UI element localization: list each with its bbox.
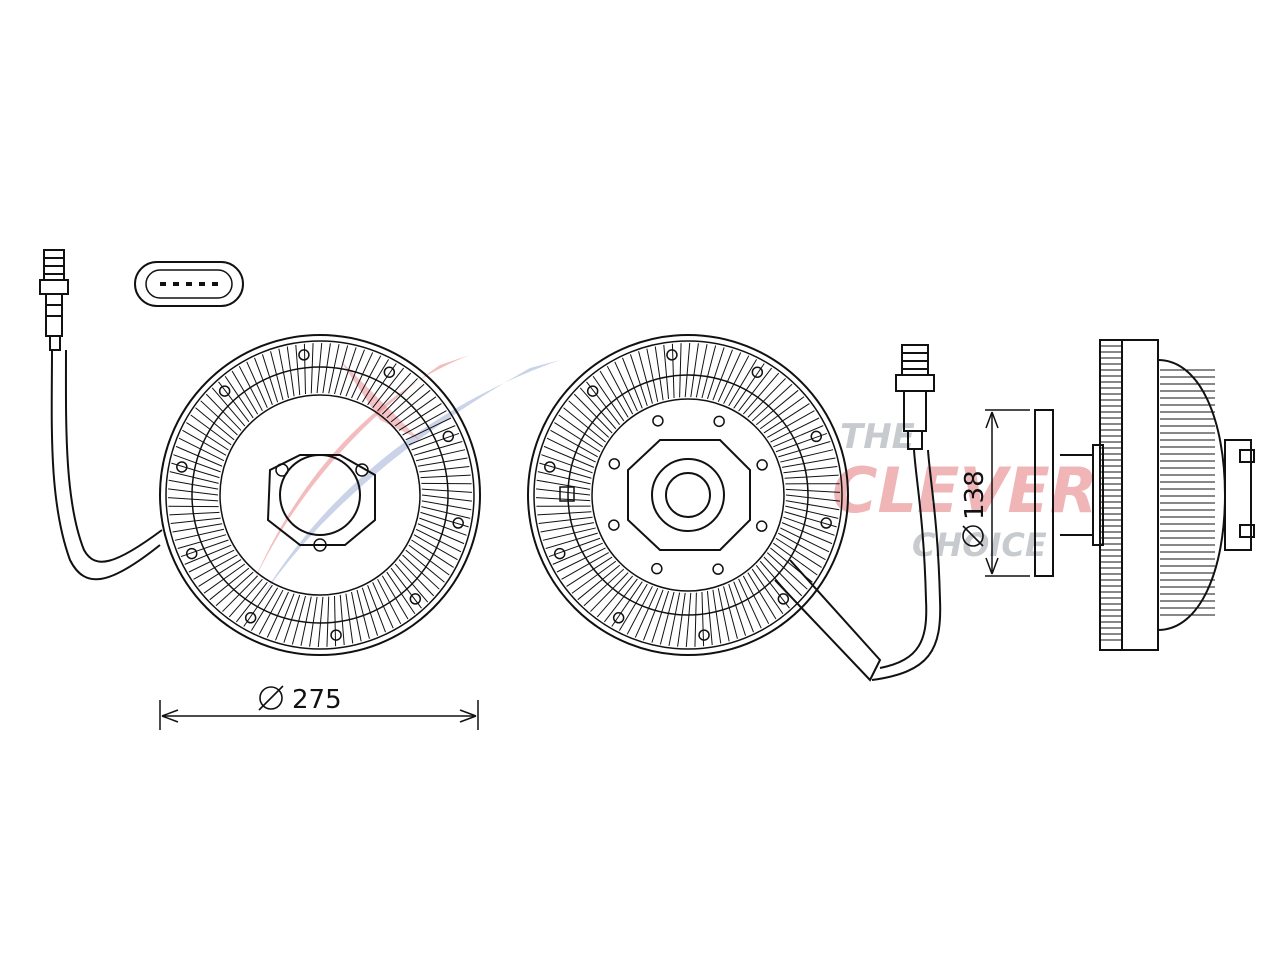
- outer-diameter-value: 275: [292, 685, 342, 715]
- hub-flange-side-view: [1034, 409, 1054, 577]
- hub-diameter-label-group: 138: [960, 470, 990, 547]
- hub-diameter-value: 138: [960, 470, 990, 520]
- outer-diameter-label-group: 275: [258, 685, 342, 715]
- diameter-symbol-icon: [962, 525, 984, 547]
- fan-clutch-front-view: [159, 334, 481, 656]
- connector-face: [134, 261, 244, 307]
- diameter-symbol-slash: [962, 525, 984, 547]
- watermark-word-the: THE: [840, 417, 915, 457]
- diameter-symbol-icon: [259, 686, 283, 710]
- watermark-word-choice: CHOICE: [912, 526, 1047, 564]
- outer-diameter-dimension: [159, 700, 479, 730]
- fan-clutch-rear-view: [527, 334, 942, 682]
- diameter-symbol-slash: [258, 685, 284, 711]
- cable-plug-left: [39, 249, 163, 581]
- fan-clutch-side-view: [1060, 339, 1255, 651]
- cable-plug-middle: [895, 344, 935, 450]
- hub-diameter-dimension: [985, 409, 1030, 577]
